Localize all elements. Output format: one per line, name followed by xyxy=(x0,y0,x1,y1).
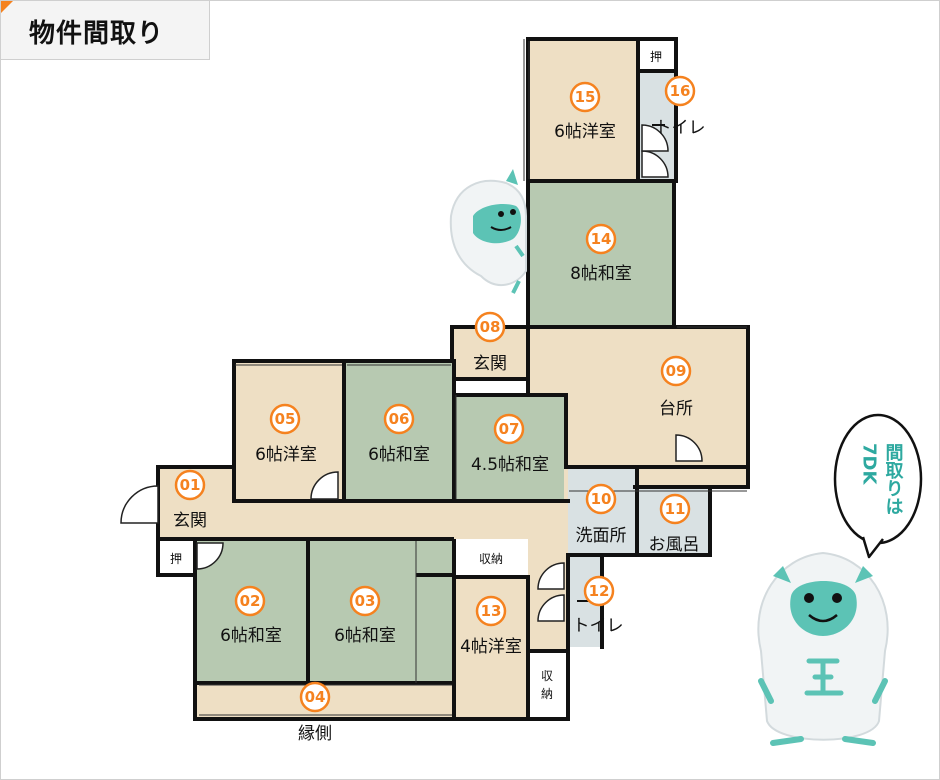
bubble-line2: 7DK xyxy=(859,443,880,485)
marker-11: 11 xyxy=(659,493,691,525)
svg-text:04: 04 xyxy=(305,688,326,706)
shuno-top-floor xyxy=(456,541,528,576)
label-10: 洗面所 xyxy=(576,526,627,546)
svg-text:10: 10 xyxy=(591,490,612,508)
marker-13: 13 xyxy=(475,595,507,627)
label-shuno-top: 収納 xyxy=(479,552,503,566)
door-05 xyxy=(310,471,339,500)
title-corner-accent xyxy=(1,1,13,13)
label-05: 6帖洋室 xyxy=(255,445,317,465)
svg-text:15: 15 xyxy=(575,88,596,106)
room-markers: 01 02 03 04 05 06 07 08 09 10 11 12 13 1… xyxy=(174,75,696,713)
marker-15: 15 xyxy=(569,81,601,113)
svg-text:01: 01 xyxy=(180,476,201,494)
marker-10: 10 xyxy=(585,483,617,515)
svg-text:09: 09 xyxy=(666,362,687,380)
marker-07: 07 xyxy=(493,413,525,445)
label-06: 6帖和室 xyxy=(368,445,430,465)
svg-text:03: 03 xyxy=(355,592,376,610)
room-labels: 玄関 6帖和室 6帖和室 縁側 6帖洋室 6帖和室 4.5帖和室 玄関 台所 洗… xyxy=(170,50,706,744)
marker-06: 06 xyxy=(383,403,415,435)
label-15: 6帖洋室 xyxy=(554,122,616,142)
svg-text:11: 11 xyxy=(665,500,686,518)
label-09: 台所 xyxy=(659,399,693,419)
door-09 xyxy=(675,434,703,462)
title-box: 物件間取り xyxy=(1,1,210,60)
marker-12: 12 xyxy=(583,575,615,607)
svg-text:07: 07 xyxy=(499,420,520,438)
room-03-closet xyxy=(418,541,452,683)
room-07-floor xyxy=(456,395,564,501)
svg-text:06: 06 xyxy=(389,410,410,428)
label-12: トイレ xyxy=(573,616,624,636)
svg-text:02: 02 xyxy=(240,592,261,610)
label-shuno-side-1: 収 xyxy=(541,669,553,683)
svg-text:12: 12 xyxy=(589,582,610,600)
svg-text:13: 13 xyxy=(481,602,502,620)
marker-08: 08 xyxy=(474,311,506,343)
label-01: 玄関 xyxy=(173,511,207,531)
svg-text:05: 05 xyxy=(275,410,296,428)
marker-05: 05 xyxy=(269,403,301,435)
bubble-line1: 間取りは xyxy=(883,443,904,515)
marker-04: 04 xyxy=(299,681,331,713)
page-title: 物件間取り xyxy=(29,19,165,49)
standing-mascot xyxy=(757,551,889,746)
marker-14: 14 xyxy=(585,223,617,255)
label-08: 玄関 xyxy=(473,354,507,374)
svg-text:08: 08 xyxy=(480,318,501,336)
svg-text:16: 16 xyxy=(670,82,691,100)
door-02 xyxy=(196,542,224,570)
thin-lines xyxy=(199,39,747,716)
label-16: トイレ xyxy=(655,118,706,138)
marker-09: 09 xyxy=(660,355,692,387)
label-oshi-top: 押 xyxy=(650,50,662,64)
door-12b xyxy=(537,594,565,622)
marker-02: 02 xyxy=(234,585,266,617)
door-16b xyxy=(641,124,669,152)
marker-16: 16 xyxy=(664,75,696,107)
doors xyxy=(120,124,703,622)
oshi-left-floor xyxy=(158,541,195,575)
marker-01: 01 xyxy=(174,469,206,501)
svg-text:14: 14 xyxy=(591,230,612,248)
label-11: お風呂 xyxy=(649,535,700,555)
speech-bubble: 間取りは 7DK xyxy=(833,413,923,559)
peeking-mascot xyxy=(449,169,527,294)
label-shuno-side-2: 納 xyxy=(541,687,553,701)
door-12a xyxy=(537,562,565,590)
marker-03: 03 xyxy=(349,585,381,617)
label-02: 6帖和室 xyxy=(220,626,282,646)
label-oshi-left: 押 xyxy=(170,552,182,566)
label-07: 4.5帖和室 xyxy=(471,455,549,475)
label-04: 縁側 xyxy=(298,724,332,744)
entrance-door-01 xyxy=(120,485,159,524)
shuno-side-floor xyxy=(529,651,565,717)
label-03: 6帖和室 xyxy=(334,626,396,646)
walls xyxy=(156,37,750,721)
label-14: 8帖和室 xyxy=(570,264,632,284)
oshi-top-floor xyxy=(640,41,675,71)
label-13: 4帖洋室 xyxy=(460,637,522,657)
